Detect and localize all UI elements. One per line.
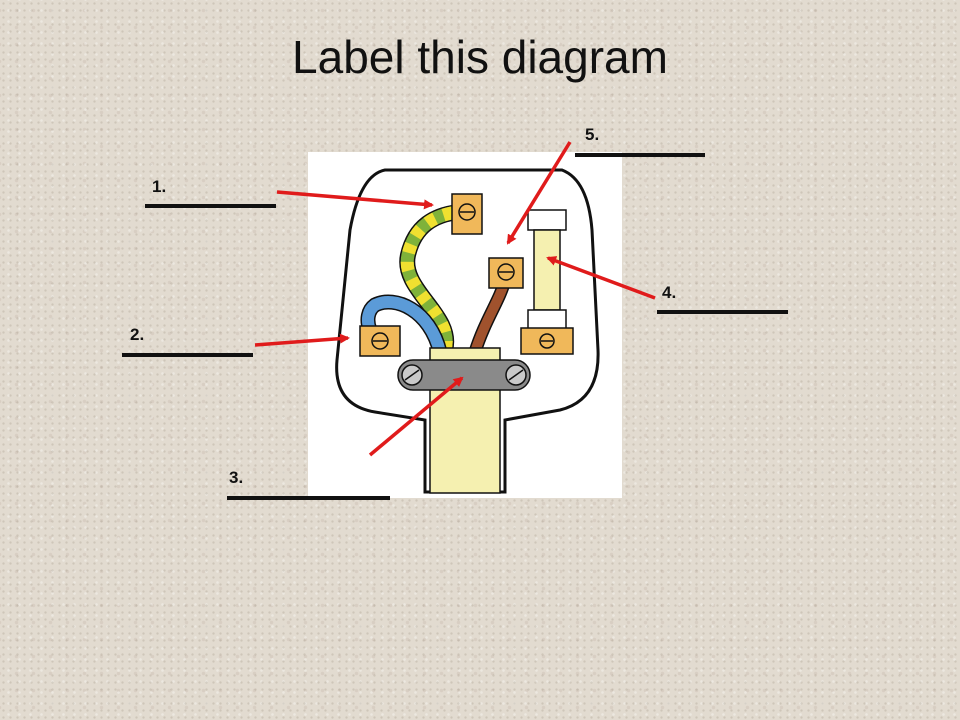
cord-grip <box>397 359 531 391</box>
arrow-5 <box>506 141 572 245</box>
label-5: 5. <box>585 125 599 144</box>
neutral-terminal <box>359 325 401 357</box>
arrow-4 <box>546 256 656 300</box>
arrow-2 <box>254 333 350 347</box>
label-2: 2. <box>130 325 144 344</box>
label-1: 1. <box>152 177 166 196</box>
label-3: 3. <box>229 468 243 487</box>
label-4: 4. <box>662 283 676 302</box>
arrow-1 <box>276 190 434 210</box>
fuse <box>520 209 574 355</box>
live-terminal <box>488 257 524 289</box>
earth-terminal <box>451 193 483 235</box>
arrow-3 <box>368 376 464 457</box>
page-title: Label this diagram <box>292 31 668 83</box>
